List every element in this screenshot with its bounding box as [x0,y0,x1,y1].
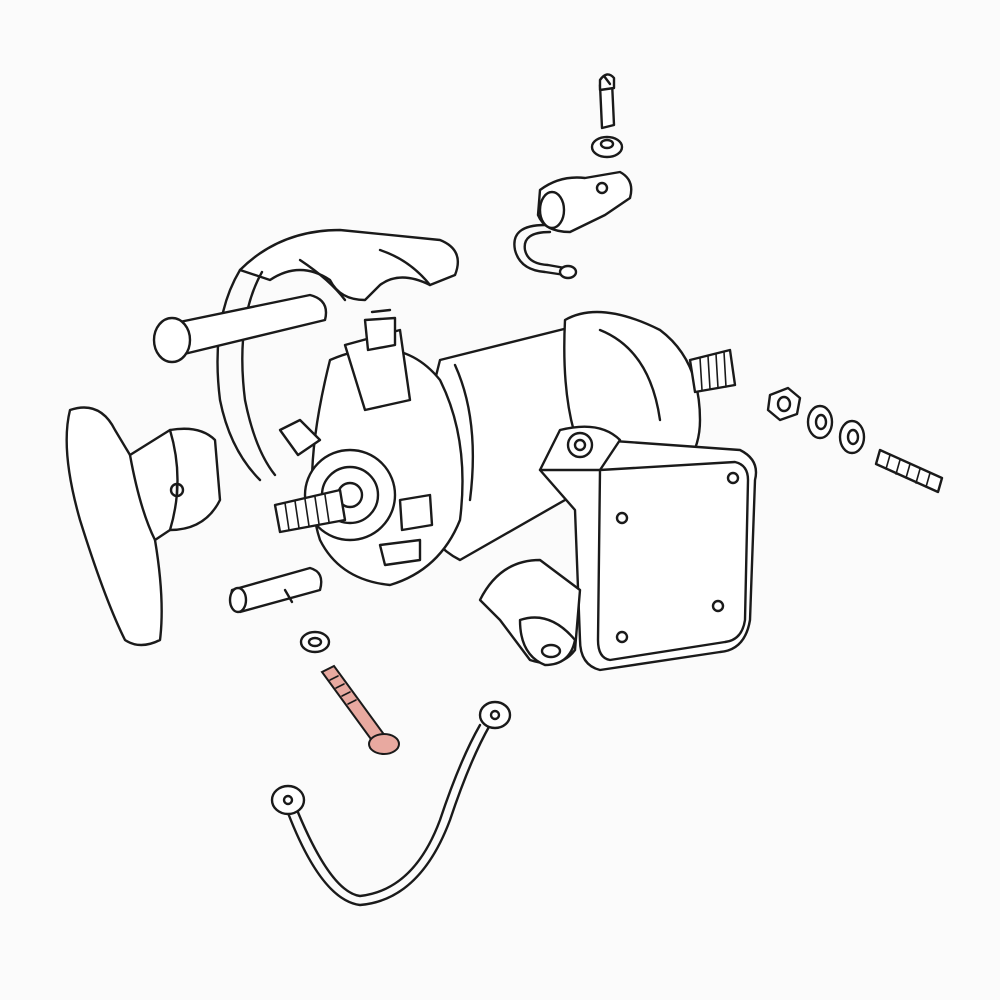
hex-nut [766,386,802,422]
lock-washer [299,630,331,654]
terminal-connector [513,170,633,280]
pinion-housing [65,406,222,647]
bolt-highlighted[interactable] [320,664,400,755]
drive-end-housing [278,308,464,587]
solenoid [478,425,758,672]
flat-washer [838,419,866,455]
shift-fork [216,228,460,482]
armature-shaft [273,488,347,534]
ground-strap [270,700,512,907]
plunger-rod [152,293,328,364]
spring-washer [806,404,834,440]
terminal-screw [598,73,616,130]
terminal-nut [590,135,624,159]
end-cover-stud [688,348,737,394]
bushing-pin [228,566,323,614]
threaded-stud [874,448,944,494]
